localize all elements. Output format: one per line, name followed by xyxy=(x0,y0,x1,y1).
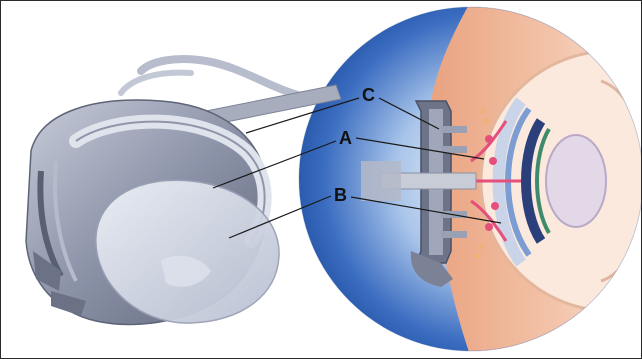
label-c: C xyxy=(362,85,375,105)
ocular-device xyxy=(26,59,341,324)
label-b: B xyxy=(334,185,347,205)
label-a: A xyxy=(339,128,352,148)
eye-cross-section xyxy=(299,1,641,358)
